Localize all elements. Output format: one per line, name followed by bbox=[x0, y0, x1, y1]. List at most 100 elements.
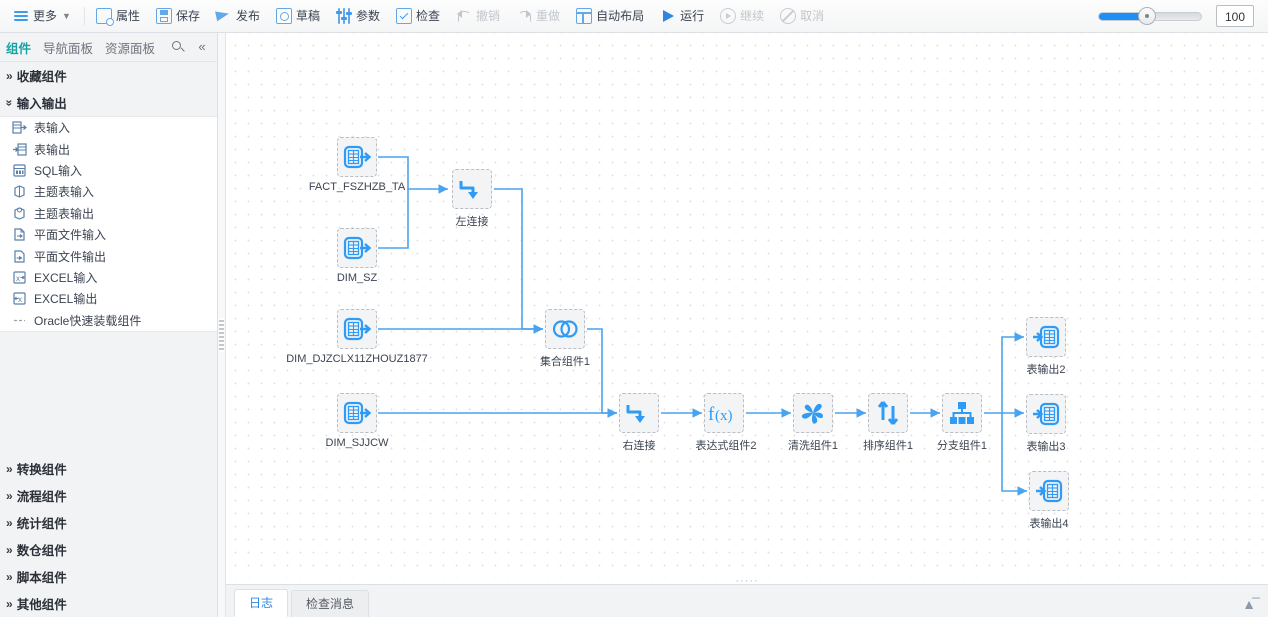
sidebar-splitter[interactable] bbox=[218, 33, 226, 617]
toolbar-label: 重做 bbox=[536, 9, 561, 23]
node-dim-sz[interactable] bbox=[337, 228, 377, 268]
toolbar-button-check[interactable]: 检查 bbox=[389, 4, 447, 28]
toolbar-button-draft[interactable]: 草稿 bbox=[269, 4, 327, 28]
node-dim-djzclx11zhouz1877[interactable] bbox=[337, 309, 377, 349]
sidebar-group-favorites[interactable]: » 收藏组件 bbox=[0, 62, 217, 89]
toolbar-button-continue[interactable]: 继续 bbox=[713, 4, 771, 28]
collapse-left-icon[interactable]: « bbox=[198, 39, 206, 54]
chevron-right-icon: » bbox=[6, 515, 13, 530]
chevron-right-icon: » bbox=[6, 68, 13, 83]
sort-icon bbox=[877, 401, 899, 425]
toolbar-label: 运行 bbox=[680, 9, 705, 23]
toolbar-label: 继续 bbox=[740, 9, 765, 23]
node-label-table-output-4: 表输出4 bbox=[1029, 518, 1069, 530]
flat-file-output-icon bbox=[12, 249, 27, 264]
chevron-right-icon: » bbox=[6, 542, 13, 557]
node-label-dim-djzclx11zhouz1877: DIM_DJZCLX11ZHOUZ1877 bbox=[286, 353, 428, 365]
sidebar-group-transform[interactable]: » 转换组件 bbox=[0, 455, 217, 482]
redo-icon bbox=[516, 8, 532, 24]
toolbar-button-redo[interactable]: 重做 bbox=[509, 4, 567, 28]
node-expression-component-2[interactable]: f(x) bbox=[704, 393, 744, 433]
component-item-oracle-loader[interactable]: Oracle快速装载组件 bbox=[0, 310, 217, 331]
component-label: 主题表输入 bbox=[34, 185, 95, 200]
component-item-flat-file-input[interactable]: 平面文件输入 bbox=[0, 224, 217, 245]
toolbar-button-auto-layout[interactable]: 自动布局 bbox=[569, 4, 651, 28]
toolbar-right-group: 100 bbox=[1098, 5, 1262, 27]
tab-components[interactable]: 组件 bbox=[6, 41, 32, 56]
auto-layout-icon bbox=[576, 8, 593, 24]
sidebar-filler bbox=[0, 331, 217, 455]
component-item-subject-table-input[interactable]: 主题表输入 bbox=[0, 181, 217, 202]
node-right-join[interactable] bbox=[619, 393, 659, 433]
component-label: 表输出 bbox=[34, 142, 71, 157]
sidebar-group-label: 收藏组件 bbox=[16, 70, 67, 84]
component-item-subject-table-output[interactable]: 主题表输出 bbox=[0, 203, 217, 224]
table-output-icon bbox=[12, 142, 27, 157]
sidebar-group-statistics[interactable]: » 统计组件 bbox=[0, 509, 217, 536]
tab-resource-panel[interactable]: 资源面板 bbox=[105, 41, 156, 56]
node-table-output-2[interactable] bbox=[1026, 317, 1066, 357]
component-item-excel-input[interactable]: x EXCEL输入 bbox=[0, 267, 217, 288]
node-table-output-4[interactable] bbox=[1029, 471, 1069, 511]
component-item-table-output[interactable]: 表输出 bbox=[0, 138, 217, 159]
toolbar-button-cancel[interactable]: 取消 bbox=[773, 4, 831, 28]
bottom-panel-tabs: 日志 检查消息 bbox=[226, 585, 372, 617]
component-label: EXCEL输出 bbox=[34, 292, 98, 307]
table-input-icon bbox=[343, 236, 372, 260]
toolbar-button-save[interactable]: 保存 bbox=[149, 4, 207, 28]
zoom-value-input[interactable]: 100 bbox=[1216, 5, 1254, 27]
left-join-icon bbox=[459, 181, 478, 199]
node-dim-sjjcw[interactable] bbox=[337, 393, 377, 433]
toolbar-label: 保存 bbox=[175, 9, 200, 23]
splitter-grip[interactable] bbox=[219, 318, 224, 352]
chevron-right-icon: » bbox=[6, 488, 13, 503]
table-input-icon bbox=[343, 145, 372, 169]
table-output-icon bbox=[1033, 325, 1060, 349]
node-table-output-3[interactable] bbox=[1026, 394, 1066, 434]
table-input-icon bbox=[343, 401, 372, 425]
toolbar-label: 取消 bbox=[800, 9, 825, 23]
node-fact-fszhzb-ta[interactable] bbox=[337, 137, 377, 177]
sidebar-group-other[interactable]: » 其他组件 bbox=[0, 590, 217, 617]
component-item-table-input[interactable]: 表输入 bbox=[0, 117, 217, 138]
node-sort-component-1[interactable] bbox=[868, 393, 908, 433]
cancel-icon bbox=[780, 8, 797, 24]
flow-canvas[interactable]: FACT_FSZHZB_TA DIM_SZ 左连接 DIM_DJZCLX11ZH… bbox=[226, 33, 1268, 584]
component-item-excel-output[interactable]: x EXCEL输出 bbox=[0, 288, 217, 309]
sidebar-group-script[interactable]: » 脚本组件 bbox=[0, 563, 217, 590]
tab-check-message[interactable]: 检查消息 bbox=[291, 590, 370, 617]
component-label: 平面文件输出 bbox=[34, 249, 107, 264]
zoom-slider[interactable] bbox=[1098, 7, 1202, 25]
node-left-join[interactable] bbox=[452, 169, 492, 209]
node-label-dim-sjjcw: DIM_SJJCW bbox=[325, 437, 389, 449]
chevron-right-icon: » bbox=[6, 461, 13, 476]
toolbar-button-properties[interactable]: 属性 bbox=[89, 4, 147, 28]
component-label: 主题表输出 bbox=[34, 206, 95, 221]
toolbar-button-more[interactable]: 更多 ▼ bbox=[6, 4, 78, 28]
component-label: Oracle快速装载组件 bbox=[34, 313, 142, 328]
component-item-sql-input[interactable]: SQL输入 bbox=[0, 160, 217, 181]
chevron-double-up-icon[interactable]: ▲̅ bbox=[1242, 596, 1256, 612]
sidebar-group-process[interactable]: » 流程组件 bbox=[0, 482, 217, 509]
sidebar-group-warehouse[interactable]: » 数仓组件 bbox=[0, 536, 217, 563]
toolbar-button-publish[interactable]: 发布 bbox=[209, 4, 267, 28]
sidebar-tabs: 组件 导航面板 资源面板 « bbox=[0, 33, 217, 62]
sidebar-group-input-output[interactable]: » 输入输出 bbox=[0, 89, 217, 116]
toolbar-label: 草稿 bbox=[295, 9, 320, 23]
search-icon[interactable] bbox=[171, 40, 185, 54]
branch-icon bbox=[950, 402, 974, 424]
toolbar-button-parameters[interactable]: 参数 bbox=[329, 4, 387, 28]
tab-log[interactable]: 日志 bbox=[234, 589, 289, 617]
run-icon bbox=[660, 8, 676, 24]
node-cleanse-component-1[interactable] bbox=[793, 393, 833, 433]
node-set-component-1[interactable] bbox=[545, 309, 585, 349]
toolbar-label: 参数 bbox=[356, 9, 381, 23]
tab-navigation-panel[interactable]: 导航面板 bbox=[43, 41, 94, 56]
table-input-icon bbox=[12, 120, 27, 135]
component-item-flat-file-output[interactable]: 平面文件输出 bbox=[0, 245, 217, 266]
toolbar-button-run[interactable]: 运行 bbox=[653, 4, 711, 28]
node-label-sort-component-1: 排序组件1 bbox=[862, 440, 914, 452]
toolbar-button-undo[interactable]: 撤销 bbox=[449, 4, 507, 28]
zoom-slider-handle[interactable] bbox=[1138, 7, 1156, 25]
node-branch-component-1[interactable] bbox=[942, 393, 982, 433]
